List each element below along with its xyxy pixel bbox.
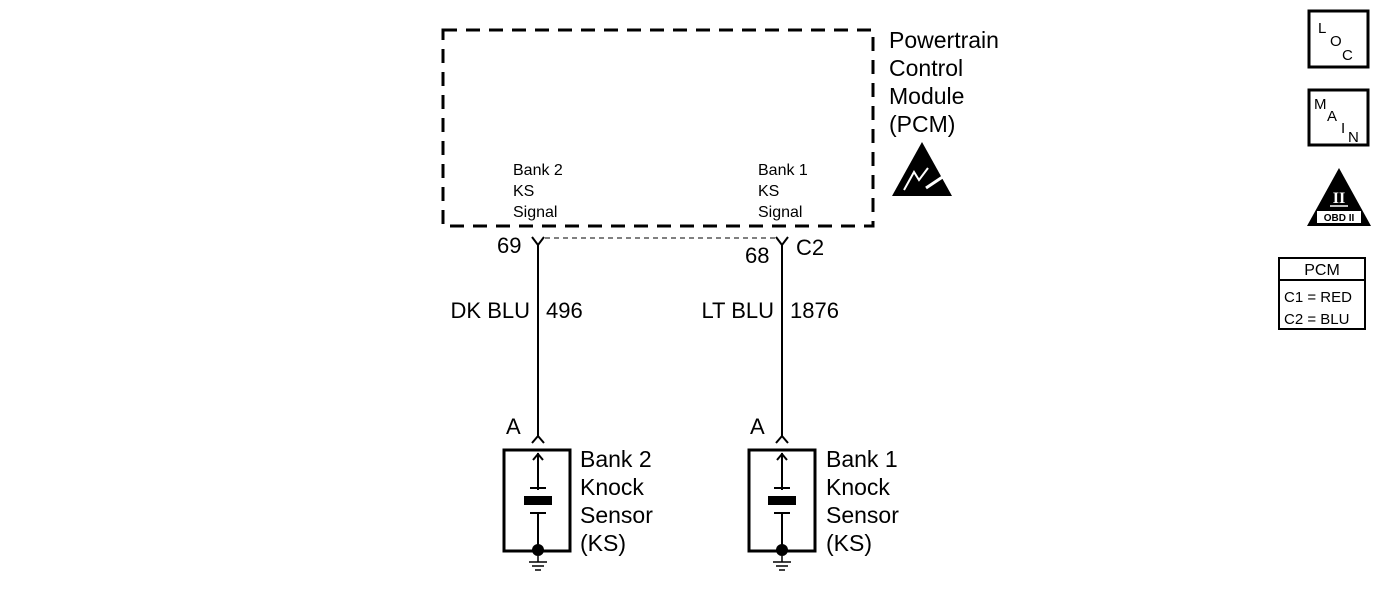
- svg-text:O: O: [1330, 33, 1342, 50]
- bank1-sensor-label: Bank 1 Knock Sensor (KS): [826, 446, 905, 556]
- bank2-knock-sensor: [502, 448, 572, 571]
- connector-c2-label: C2: [796, 235, 824, 260]
- bank1-terminal-symbol: [775, 434, 789, 444]
- obd-ii-icon[interactable]: II OBD II: [1307, 168, 1371, 226]
- esd-warning-icon: [892, 142, 952, 196]
- pin-68-symbol: [775, 236, 789, 247]
- svg-text:C: C: [1342, 47, 1353, 64]
- bank1-terminal-label: A: [750, 414, 765, 439]
- bank2-sensor-label: Bank 2 Knock Sensor (KS): [580, 446, 659, 556]
- bank1-knock-sensor: [747, 448, 817, 571]
- wire-496-circuit: 496: [546, 298, 583, 323]
- pin-68-label: 68: [745, 243, 769, 268]
- legend-row-c2: C2 = BLU: [1284, 311, 1349, 328]
- svg-text:II: II: [1333, 190, 1345, 207]
- legend-row-c1: C1 = RED: [1284, 289, 1352, 306]
- bank2-terminal-symbol: [531, 434, 545, 444]
- loc-icon[interactable]: L O C: [1307, 9, 1370, 69]
- svg-text:OBD II: OBD II: [1324, 213, 1355, 224]
- legend-header: PCM: [1304, 262, 1340, 279]
- pin-69-symbol: [531, 236, 545, 247]
- wire-496-color: DK BLU: [451, 298, 530, 323]
- main-icon[interactable]: M A I N: [1307, 88, 1370, 147]
- svg-text:M: M: [1314, 96, 1327, 113]
- pcm-connector-legend: PCM C1 = RED C2 = BLU: [1278, 257, 1366, 330]
- svg-text:A: A: [1327, 108, 1337, 125]
- wire-1876-color: LT BLU: [701, 298, 774, 323]
- bank2-signal-label: Bank 2 KS Signal: [513, 162, 567, 221]
- pcm-title: Powertrain Control Module (PCM): [889, 27, 1005, 137]
- bank1-signal-label: Bank 1 KS Signal: [758, 162, 812, 221]
- svg-text:I: I: [1341, 120, 1345, 137]
- pin-69-label: 69: [497, 233, 521, 258]
- svg-text:L: L: [1318, 20, 1326, 37]
- svg-text:N: N: [1348, 129, 1359, 146]
- pcm-boundary: [441, 28, 875, 228]
- bank2-terminal-label: A: [506, 414, 521, 439]
- wire-1876-circuit: 1876: [790, 298, 839, 323]
